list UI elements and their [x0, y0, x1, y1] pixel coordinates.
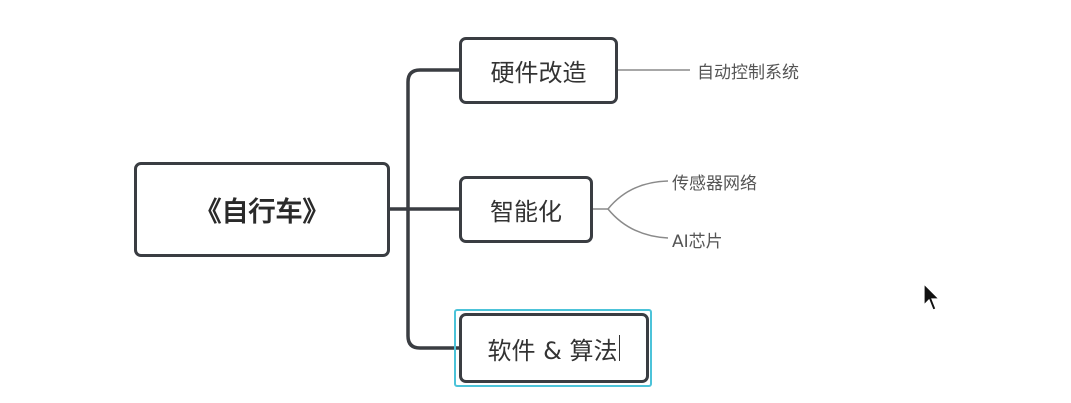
branch-node-hardware[interactable]: 硬件改造 [459, 37, 618, 104]
mouse-pointer-icon [923, 283, 941, 311]
branch-node-label: 硬件改造 [490, 59, 587, 87]
root-node[interactable]: 《自行车》 [134, 162, 390, 257]
connector-branch-3 [406, 209, 459, 350]
leaf-node[interactable]: AI芯片 [672, 232, 723, 252]
connector-leaf-2 [593, 180, 669, 210]
branch-node-software[interactable]: 软件 & 算法 [459, 313, 649, 383]
selection-outline [454, 309, 652, 387]
connector-branch-1 [406, 68, 459, 209]
branch-node-smart[interactable]: 智能化 [459, 176, 593, 243]
branch-node-label[interactable]: 软件 & 算法 [487, 336, 618, 365]
root-node-label: 《自行车》 [194, 197, 330, 228]
connector-leaf-3 [607, 208, 669, 239]
leaf-node[interactable]: 传感器网络 [672, 174, 757, 194]
leaf-node[interactable]: 自动控制系统 [697, 63, 799, 83]
branch-node-label: 智能化 [490, 198, 562, 226]
text-caret [619, 335, 621, 361]
